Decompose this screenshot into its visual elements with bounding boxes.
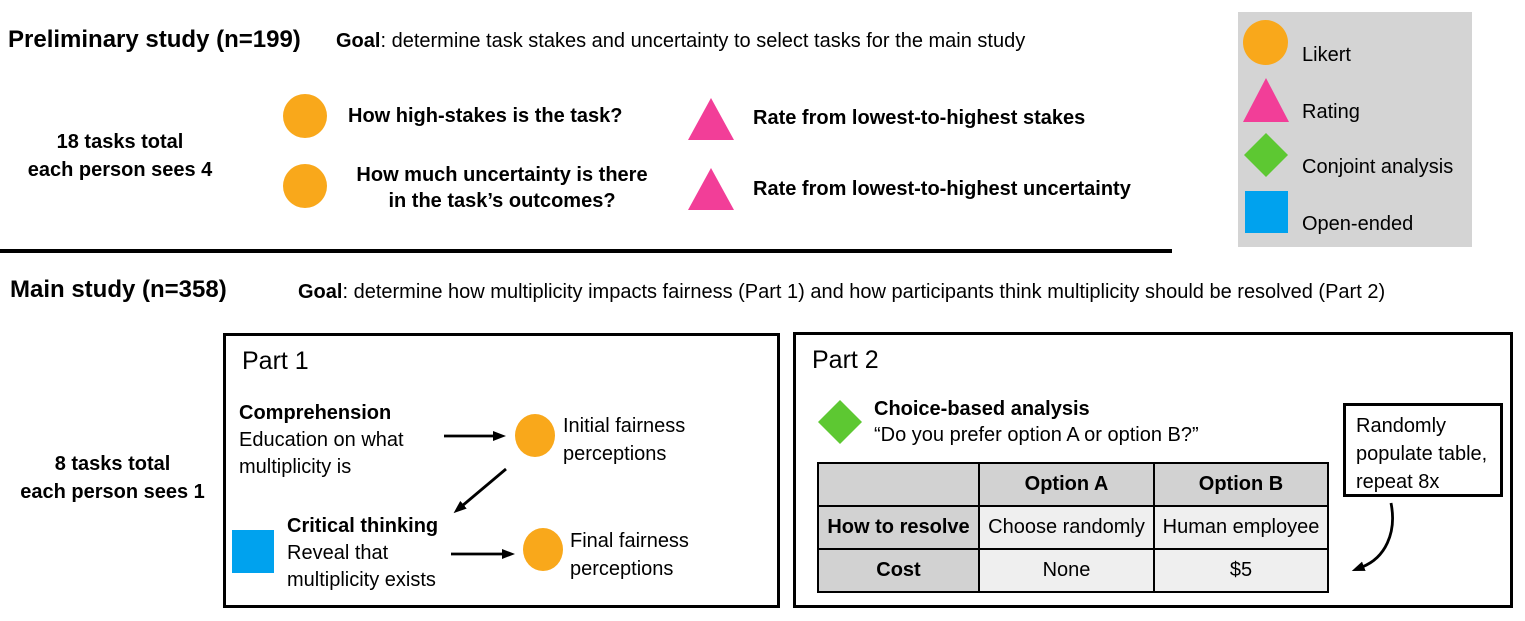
- tasks-note-line: each person sees 1: [20, 481, 205, 503]
- question-uncertainty: How much uncertainty is there in the tas…: [344, 162, 660, 214]
- preliminary-goal: Goal: determine task stakes and uncertai…: [336, 30, 1025, 53]
- legend: Likert Rating Conjoint analysis Open-end…: [1238, 12, 1472, 247]
- critical-thinking-block: Critical thinking Reveal that multiplici…: [287, 513, 438, 594]
- comprehension-line: multiplicity is: [239, 456, 352, 478]
- legend-label-conjoint: Conjoint analysis: [1302, 156, 1454, 178]
- main-goal: Goal: determine how multiplicity impacts…: [298, 281, 1385, 304]
- legend-label-rating: Rating: [1302, 101, 1360, 123]
- table-header-row: Option A Option B: [817, 462, 1329, 507]
- repeat-note-line: populate table,: [1356, 443, 1488, 465]
- conjoint-diamond-icon: [1244, 133, 1288, 177]
- likert-circle-icon: [515, 414, 555, 457]
- cell-resolve-option-a: Choose randomly: [978, 505, 1155, 550]
- repeat-note-line: Randomly: [1356, 415, 1447, 437]
- tasks-note-line: each person sees 4: [27, 159, 213, 181]
- table-corner-cell: [817, 462, 980, 507]
- legend-label-likert: Likert: [1302, 44, 1351, 66]
- comprehension-block: Comprehension Education on what multipli…: [239, 400, 404, 481]
- legend-label-open-ended: Open-ended: [1302, 213, 1414, 235]
- repeat-note-box: Randomly populate table, repeat 8x: [1343, 403, 1503, 497]
- goal-text: : determine task stakes and uncertainty …: [380, 30, 1026, 52]
- goal-label: Goal: [298, 281, 343, 303]
- preliminary-tasks-note: 18 tasks total each person sees 4: [10, 128, 230, 184]
- cell-cost-option-b: $5: [1153, 548, 1329, 593]
- likert-circle-icon: [523, 528, 563, 571]
- main-tasks-note: 8 tasks total each person sees 1: [5, 450, 220, 506]
- cell-cost-option-a: None: [978, 548, 1155, 593]
- rating-triangle-icon: [688, 168, 734, 210]
- table-header-option-b: Option B: [1153, 462, 1329, 507]
- table-row: Cost None $5: [817, 548, 1329, 593]
- question-uncertainty-line: in the task’s outcomes?: [388, 190, 616, 212]
- goal-text: : determine how multiplicity impacts fai…: [342, 281, 1386, 303]
- table-row: How to resolve Choose randomly Human emp…: [817, 505, 1329, 550]
- comprehension-line: Education on what: [239, 429, 404, 451]
- likert-circle-icon: [283, 94, 327, 138]
- open-ended-square-icon: [1245, 191, 1288, 233]
- question-uncertainty-line: How much uncertainty is there: [356, 164, 648, 186]
- goal-label: Goal: [336, 30, 381, 52]
- table-header-option-a: Option A: [978, 462, 1155, 507]
- comprehension-title: Comprehension: [239, 402, 392, 424]
- main-study-title: Main study (n=358): [10, 276, 227, 303]
- critical-thinking-title: Critical thinking: [287, 515, 439, 537]
- final-perceptions-label: Final fairness perceptions: [570, 527, 689, 583]
- likert-circle-icon: [283, 164, 327, 208]
- row-label-cost: Cost: [817, 548, 980, 593]
- section-divider: [0, 249, 1172, 253]
- initial-perceptions-line: Initial fairness: [563, 415, 686, 437]
- rating-triangle-icon: [1243, 78, 1289, 122]
- final-perceptions-line: perceptions: [570, 558, 674, 580]
- tasks-note-line: 18 tasks total: [56, 131, 184, 153]
- part2-title: Part 2: [812, 346, 879, 374]
- likert-circle-icon: [1243, 20, 1288, 65]
- critical-thinking-line: multiplicity exists: [287, 569, 436, 591]
- rating-triangle-icon: [688, 98, 734, 140]
- repeat-note-line: repeat 8x: [1356, 471, 1440, 493]
- question-high-stakes: How high-stakes is the task?: [348, 105, 623, 127]
- final-perceptions-line: Final fairness: [570, 530, 689, 552]
- rate-uncertainty-label: Rate from lowest-to-highest uncertainty: [753, 178, 1131, 200]
- initial-perceptions-line: perceptions: [563, 443, 667, 465]
- cell-resolve-option-b: Human employee: [1153, 505, 1329, 550]
- part1-title: Part 1: [242, 347, 309, 375]
- choice-analysis-quote: “Do you prefer option A or option B?”: [874, 424, 1199, 446]
- initial-perceptions-label: Initial fairness perceptions: [563, 412, 685, 468]
- choice-analysis-title: Choice-based analysis: [874, 398, 1090, 420]
- tasks-note-line: 8 tasks total: [54, 453, 171, 475]
- conjoint-table: Option A Option B How to resolve Choose …: [817, 462, 1329, 593]
- critical-thinking-line: Reveal that: [287, 542, 389, 564]
- preliminary-study-title: Preliminary study (n=199): [8, 26, 301, 53]
- open-ended-square-icon: [232, 530, 274, 573]
- row-label-how-to-resolve: How to resolve: [817, 505, 980, 550]
- rate-stakes-label: Rate from lowest-to-highest stakes: [753, 107, 1086, 129]
